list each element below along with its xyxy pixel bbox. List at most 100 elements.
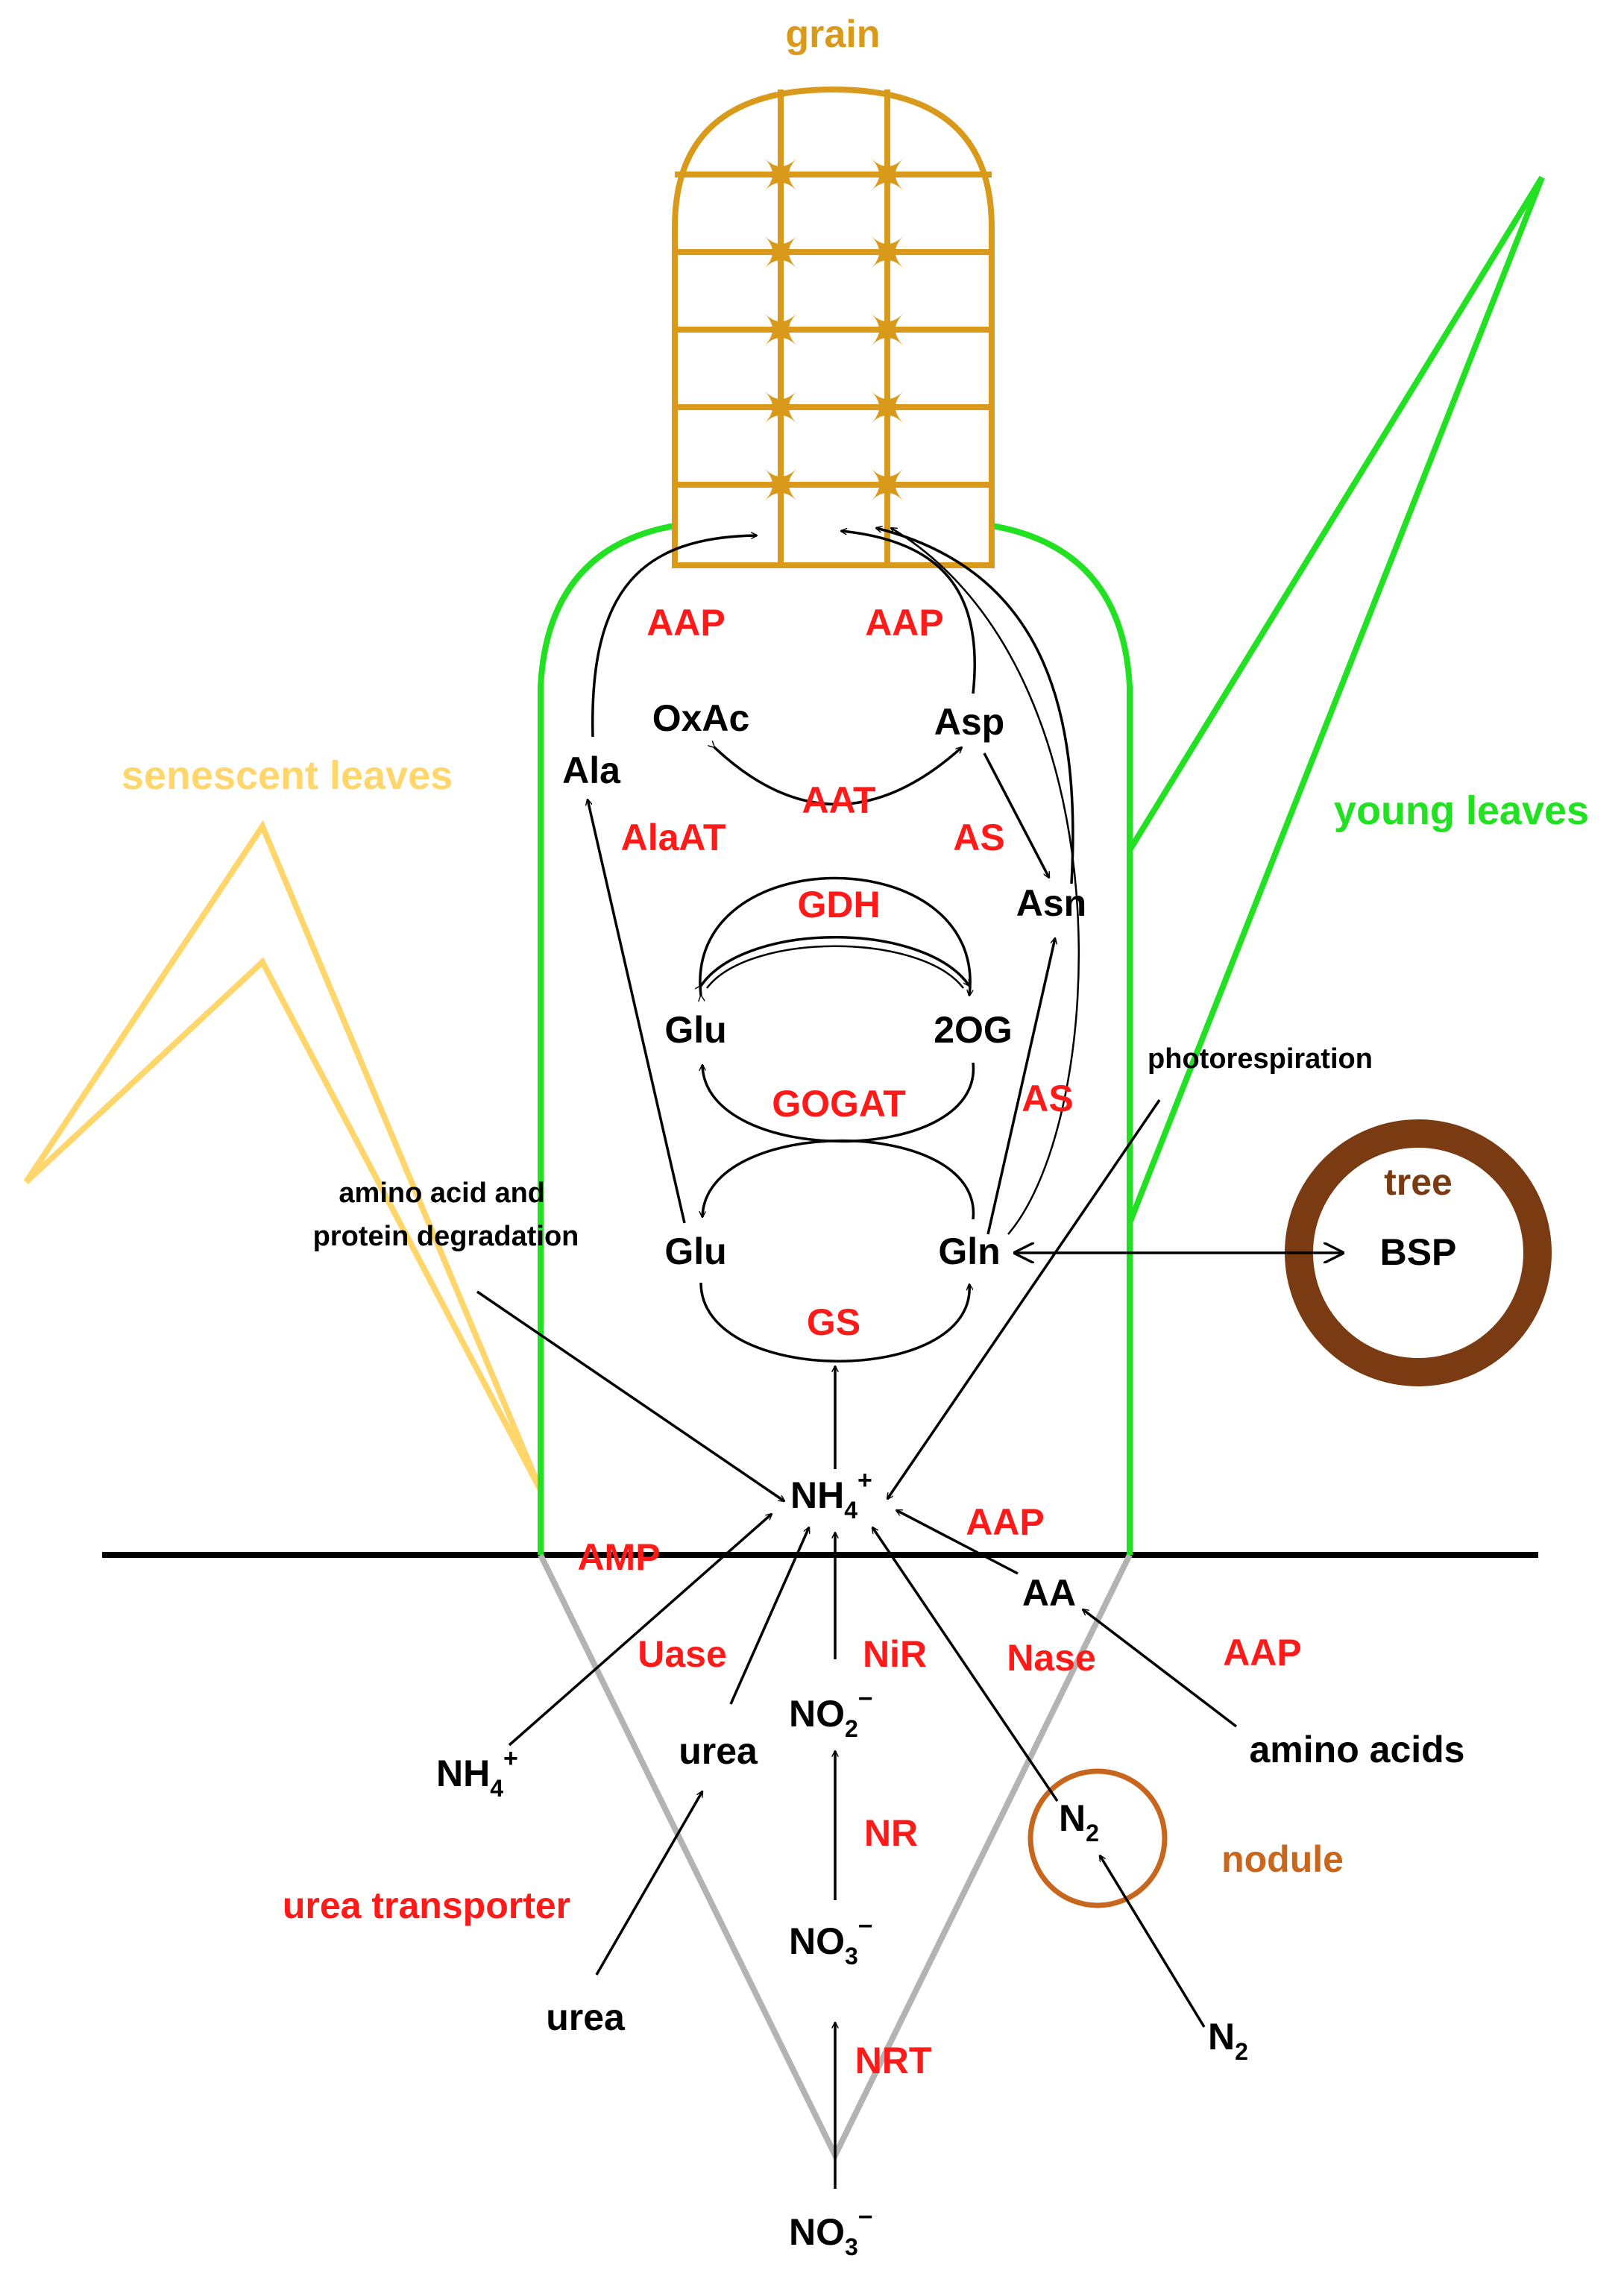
arrow-gdh-upper [700,876,970,996]
gogat-label: GOGAT [772,1083,906,1125]
glu-lower-label: Glu [664,1230,726,1272]
grain-kernel-junction [764,158,797,191]
gdh-label: GDH [797,884,880,925]
arrow-gdh-lower [701,936,971,986]
nh4-center-text: NH [790,1474,844,1516]
asn-label: Asn [1016,882,1086,924]
nase-label: Nase [1007,1637,1096,1679]
arrow-asn-to-grain [876,528,1074,884]
arrow-aat-arc [714,747,962,806]
urea-root-label: urea [679,1730,758,1772]
oxac-label: OxAc [652,697,750,739]
arrow-gln-to-asn [986,938,1055,1235]
aap-right-label: AAP [865,602,944,644]
n2-soil-sub: 2 [1235,2038,1248,2065]
aa-label: AA [1022,1572,1076,1614]
nh4-center-sub: 4 [844,1497,857,1524]
degradation-label: amino acid and protein degradation [313,1178,579,1252]
no3-soil-label: NO3− [789,2203,873,2260]
arrow-gdh-lower2 [706,945,964,989]
glu-upper-label: Glu [664,1009,726,1051]
grain-kernel-junction [871,468,904,501]
arrow-urea-to-nh4 [729,1527,811,1705]
nh4-soil-sup: + [503,1744,518,1773]
arrow-glu-to-ala [588,799,686,1224]
nh4-center-sup: + [857,1466,872,1494]
arrow-asp-to-asn [983,752,1051,878]
grain-kernel-junction [764,391,797,424]
tree-label: tree [1384,1161,1453,1203]
nrt-label: NRT [855,2040,932,2081]
nr-label: NR [864,1812,918,1854]
no2-label: NO2− [789,1685,873,1742]
nir-label: NiR [863,1633,927,1675]
no3-root-label: NO3− [789,1912,873,1970]
no3-soil-sub: 3 [845,2234,858,2260]
n2-nodule-label: N2 [1059,1797,1099,1846]
photorespiration-label: photorespiration [1148,1043,1373,1075]
arrow-n2-to-nh4 [871,1527,1059,1802]
nh4-soil-text: NH [436,1753,490,1794]
degradation-label-line1: amino acid and [339,1178,545,1209]
aap-aa-label: AAP [966,1501,1045,1543]
gln-label: Gln [938,1230,1000,1272]
no3-root-sup: − [858,1912,873,1940]
nh4-soil-label: NH4+ [436,1744,518,1802]
alaat-label: AlaAT [621,817,726,858]
n2-soil-label: N2 [1208,2016,1248,2065]
2og-label: 2OG [934,1009,1013,1051]
no3-root-sub: 3 [845,1943,858,1970]
grain-kernel-junction [871,313,904,346]
arrow-gs-arc [699,1282,969,1362]
amp-label: AMP [577,1536,660,1578]
grain-kernel-junction [764,313,797,346]
urea-soil-label: urea [546,1996,626,2038]
bsp-label: BSP [1380,1231,1457,1273]
arrow-asp-to-grain [841,531,977,694]
ala-label: Ala [562,749,621,791]
grain-kernel-junction [871,391,904,424]
no2-sub: 2 [845,1715,858,1742]
nodule-circle [1027,1768,1168,1908]
nh4-center-label: NH4+ [790,1466,872,1524]
aat-label: AAT [802,779,875,821]
pathway-arrows [476,528,1342,2189]
grain-kernel-junction [871,158,904,191]
grain-kernel-junction [764,236,797,268]
arrow-degradation-to-nh4 [476,1290,784,1503]
arrow-amino-acids-to-aa [1083,1609,1238,1728]
nodule-label: nodule [1221,1838,1344,1880]
asp-label: Asp [934,701,1004,743]
no3-root-text: NO [789,1920,845,1962]
stem-outline [538,523,1133,1555]
n2-nodule-sub: 2 [1086,1820,1099,1846]
arrow-soil-nh4-to-nh4 [508,1514,772,1747]
young-leaves-label: young leaves [1334,788,1589,833]
young-leaves-shape [1127,175,1545,1225]
as-upper-label: AS [953,817,1004,858]
as-lower-label: AS [1022,1078,1073,1119]
no2-text: NO [789,1693,845,1735]
gs-label: GS [807,1301,860,1343]
arrow-photorespiration-to-nh4 [886,1099,1161,1499]
arrow-aa-to-nh4 [896,1509,1019,1575]
grain-kernel-junction [764,468,797,501]
grain-texture [764,158,904,501]
aap-left-label: AAP [646,602,726,644]
n2-nodule-text: N [1059,1797,1086,1839]
grain-kernel-junction [871,236,904,268]
amino-acids-label: amino acids [1250,1729,1465,1770]
arrow-soil-n2-to-n2 [1098,1855,1206,2028]
arrow-gln-to-grain [891,528,1080,1235]
grain-shape [672,86,995,568]
no3-soil-sup: − [858,2203,873,2231]
no3-soil-text: NO [789,2211,845,2253]
arrow-ala-to-grain [591,535,757,738]
degradation-label-line2: protein degradation [313,1221,579,1252]
nh4-soil-sub: 4 [490,1775,503,1802]
arrow-soil-urea-to-urea [595,1791,704,1976]
n2-soil-text: N [1208,2016,1235,2058]
no2-sup: − [858,1685,873,1713]
urea-transporter-label: urea transporter [283,1885,570,1926]
